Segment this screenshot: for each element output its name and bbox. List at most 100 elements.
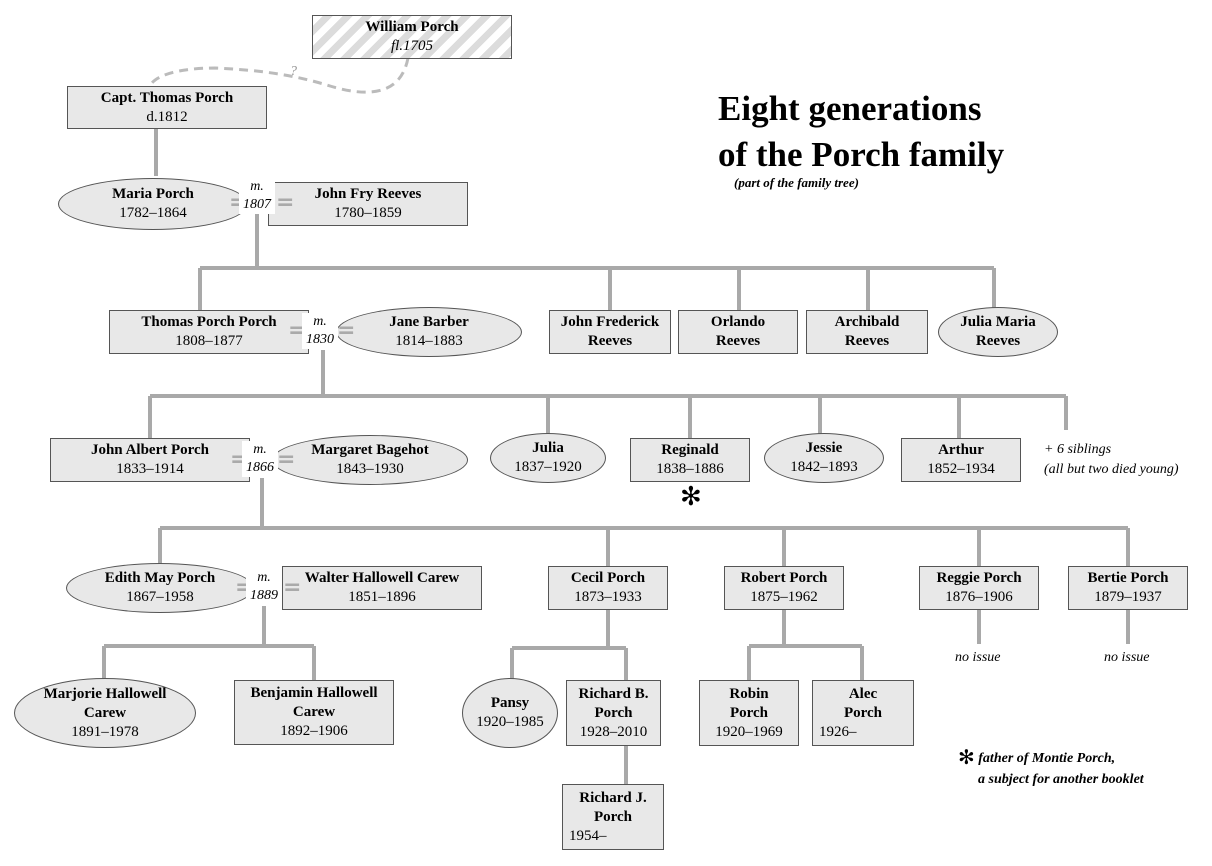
footnote-text-1: father of Montie Porch, — [978, 751, 1116, 766]
marriage-1889: m. 1889 — [246, 569, 282, 605]
footnote-line-1: ✻ father of Montie Porch, — [958, 744, 1144, 770]
marriage-equals-icon: = — [283, 575, 302, 600]
person-name: Reeves — [975, 333, 1021, 349]
title-line-2: of the Porch family — [718, 135, 1005, 174]
diagram-subtitle: (part of the family tree) — [734, 175, 859, 190]
person-name: Orlando — [710, 314, 766, 330]
uncertain-link-mark: ? — [290, 64, 297, 79]
person-name: Carew — [292, 704, 336, 720]
person-orlando-reeves: Orlando Reeves — [678, 310, 798, 354]
person-name: Richard B. — [578, 685, 649, 702]
person-name: Marjorie Hallowell — [43, 685, 167, 702]
person-margaret-bagehot: Margaret Bagehot 1843–1930 — [272, 435, 468, 485]
marriage-label: m. — [250, 179, 264, 194]
person-archibald-reeves: Archibald Reeves — [806, 310, 928, 354]
marriage-equals-icon: = — [288, 318, 307, 343]
person-name: Reeves — [587, 333, 633, 349]
person-marjorie-hallowell-carew: Marjorie Hallowell Carew 1891–1978 — [14, 678, 196, 748]
marriage-year: 1830 — [306, 332, 334, 347]
person-name: Robin — [729, 685, 769, 702]
person-dates: 1838–1886 — [656, 461, 724, 477]
person-dates: 1920–1985 — [476, 714, 544, 730]
marriage-equals-icon: = — [277, 447, 296, 472]
marriage-1830: m. 1830 — [302, 313, 338, 349]
person-name: Porch — [593, 808, 633, 825]
person-bertie-porch: Bertie Porch 1879–1937 — [1068, 566, 1188, 610]
person-dates: 1876–1906 — [945, 589, 1013, 605]
person-name: Bertie Porch — [1087, 570, 1169, 586]
person-walter-hallowell-carew: Walter Hallowell Carew 1851–1896 — [282, 566, 482, 610]
person-dates: 1808–1877 — [175, 333, 243, 349]
person-dates: 1892–1906 — [280, 723, 348, 739]
person-name: Thomas Porch Porch — [141, 314, 277, 330]
diagram-title: Eight generations of the Porch family — [718, 86, 1004, 178]
person-edith-may-porch: Edith May Porch 1867–1958 — [66, 563, 254, 613]
person-name: Jessie — [805, 440, 843, 456]
person-jessie: Jessie 1842–1893 — [764, 433, 884, 483]
person-robin-porch: Robin Porch 1920–1969 — [699, 680, 799, 746]
person-name: Arthur — [938, 442, 984, 458]
person-name: Julia Maria — [960, 314, 1036, 330]
person-name: Reginald — [661, 442, 719, 458]
person-jane-barber: Jane Barber 1814–1883 — [336, 307, 522, 357]
bertie-no-issue-note: no issue — [1104, 650, 1150, 665]
siblings-note-line-2: (all but two died young) — [1044, 462, 1179, 477]
person-dates: 1875–1962 — [750, 589, 818, 605]
marriage-year: 1889 — [250, 588, 278, 603]
person-dates: 1842–1893 — [790, 459, 858, 475]
person-name: John Fry Reeves — [314, 186, 422, 202]
person-dates: 1780–1859 — [334, 205, 402, 221]
person-william-porch: William Porch fl.1705 — [312, 15, 512, 59]
person-reginald: Reginald 1838–1886 — [630, 438, 750, 482]
person-dates: 1954– — [569, 827, 607, 844]
person-name: Archibald — [834, 314, 900, 330]
person-name: Reggie Porch — [936, 570, 1022, 586]
person-john-albert-porch: John Albert Porch 1833–1914 — [50, 438, 250, 482]
person-name: Reeves — [715, 333, 761, 349]
marriage-year: 1807 — [243, 197, 271, 212]
person-julia-maria-reeves: Julia Maria Reeves — [938, 307, 1058, 357]
person-john-frederick-reeves: John Frederick Reeves — [549, 310, 671, 354]
marriage-equals-icon: = — [276, 190, 295, 215]
asterisk-icon: ✻ — [680, 482, 702, 512]
person-name: John Frederick — [560, 314, 660, 330]
siblings-note-line-1: + 6 siblings — [1044, 442, 1112, 457]
marriage-label: m. — [313, 314, 327, 329]
person-dates: 1814–1883 — [395, 333, 463, 349]
person-name: Margaret Bagehot — [311, 442, 429, 458]
person-dates: 1843–1930 — [336, 461, 404, 477]
marriage-equals-icon: = — [337, 318, 356, 343]
person-name: Reeves — [844, 333, 890, 349]
person-maria-porch: Maria Porch 1782–1864 — [58, 178, 248, 230]
person-name: Cecil Porch — [570, 570, 646, 586]
person-name: Edith May Porch — [104, 570, 216, 586]
reggie-no-issue-note: no issue — [955, 650, 1001, 665]
person-dates: 1879–1937 — [1094, 589, 1162, 605]
person-richard-b-porch: Richard B. Porch 1928–2010 — [566, 680, 661, 746]
person-name: Jane Barber — [389, 314, 469, 330]
person-dates: 1833–1914 — [116, 461, 184, 477]
person-name: Julia — [532, 440, 564, 456]
person-name: John Albert Porch — [90, 442, 210, 458]
person-dates: 1920–1969 — [715, 723, 783, 740]
person-cecil-porch: Cecil Porch 1873–1933 — [548, 566, 668, 610]
person-name: Pansy — [490, 695, 530, 711]
person-name: Capt. Thomas Porch — [100, 89, 234, 106]
asterisk-icon: ✻ — [958, 745, 975, 769]
footnote-line-2: a subject for another booklet — [978, 772, 1144, 787]
marriage-label: m. — [257, 570, 271, 585]
person-name: Robert Porch — [740, 570, 828, 586]
person-dates: 1873–1933 — [574, 589, 642, 605]
person-name: Porch — [594, 704, 633, 721]
footnote: ✻ father of Montie Porch, a subject for … — [958, 744, 1144, 790]
marriage-label: m. — [253, 442, 267, 457]
person-dates: 1782–1864 — [119, 205, 187, 221]
person-dates: 1926– — [819, 723, 857, 740]
person-alec-porch: Alec Porch 1926– — [812, 680, 914, 746]
person-dates: 1851–1896 — [348, 589, 416, 605]
person-pansy: Pansy 1920–1985 — [462, 678, 558, 748]
person-robert-porch: Robert Porch 1875–1962 — [724, 566, 844, 610]
person-dates: 1837–1920 — [514, 459, 582, 475]
person-name: Carew — [83, 704, 127, 721]
